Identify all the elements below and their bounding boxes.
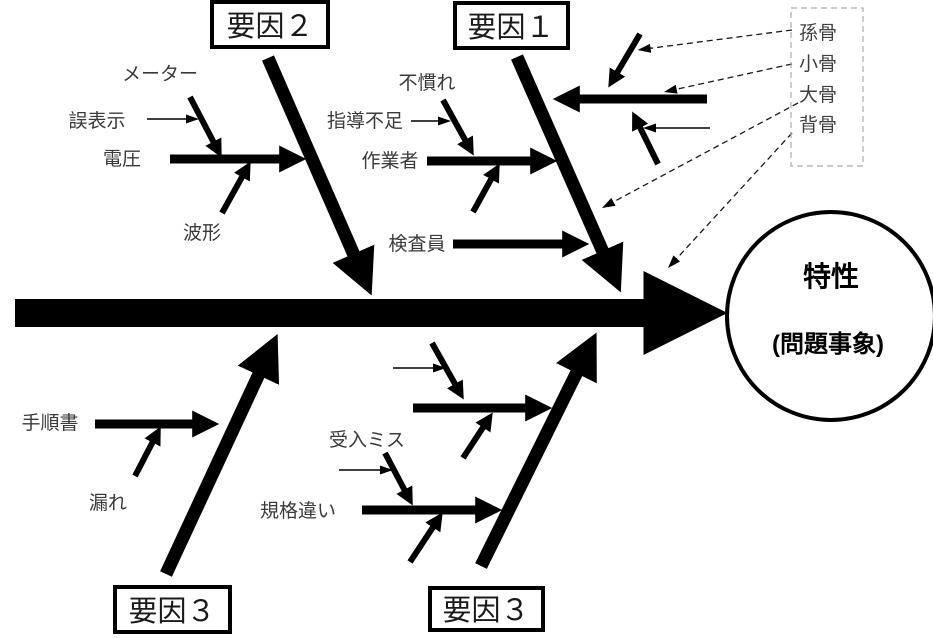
waveform-arrow (219, 161, 251, 215)
factor-box-3-left: 要因３ (113, 585, 232, 634)
label-voltage: 電圧 (103, 149, 141, 170)
legend-item-small-bone: 小骨 (799, 53, 837, 75)
factor-box-3-left-frame (113, 585, 232, 634)
label-unfamiliarity: 不慣れ (398, 72, 455, 94)
label-insufficient-guidance: 指導不足 (327, 110, 403, 132)
factor-box-3-mid: 要因３ (428, 586, 545, 632)
label-spec-mismatch: 規格違い (260, 500, 336, 522)
label-omission: 漏れ (89, 492, 127, 514)
factor-box-2-label: 要因２ (226, 11, 313, 43)
legend-pointer-small-bone (663, 63, 793, 94)
omission-arrow (132, 426, 161, 478)
effect-circle: 特性 (問題事象) (725, 210, 933, 422)
legend-box: 孫骨 小骨 大骨 背骨 (790, 7, 864, 167)
legend-item-big-bone: 大骨 (799, 84, 837, 106)
label-operator: 作業者 (361, 150, 418, 172)
factor1-bone (511, 54, 624, 293)
factor-box-2: 要因２ (210, 0, 330, 49)
spec-mismatch-sub-arrow (407, 512, 443, 564)
label-mis-display: 誤表示 (68, 110, 125, 132)
mid-upper-sub-arrow (429, 341, 464, 400)
factor-box-1: 要因１ (453, 1, 570, 50)
label-waveform: 波形 (183, 222, 221, 244)
factor-box-1-label: 要因１ (467, 12, 554, 44)
legend-pointer-grandchild-bone (637, 29, 793, 53)
factor-box-2-frame (210, 0, 330, 49)
factor3-mid-bone (475, 332, 597, 569)
legend-pointer-big-bone (602, 102, 799, 208)
legend-pointer-spine-bone (667, 132, 793, 269)
label-inspector: 検査員 (388, 233, 445, 255)
legend-box-frame (790, 7, 864, 167)
effect-circle-outline (725, 210, 933, 422)
label-acceptance-mistake: 受入ミス (329, 429, 405, 451)
operator-sub-arrow (470, 163, 500, 214)
meter-arrow (187, 95, 222, 158)
label-meter: メーター (122, 63, 198, 85)
factor-box-3-mid-label: 要因３ (442, 595, 529, 627)
factor3-left-bone (160, 333, 280, 577)
factor-box-1-frame (453, 1, 570, 50)
factor2-bone (262, 55, 375, 296)
factor-box-3-left-label: 要因３ (128, 596, 215, 628)
legend-item-spine-bone: 背骨 (799, 114, 837, 136)
label-procedure-manual: 手順書 (21, 412, 78, 434)
legend-item-grandchild-bone: 孫骨 (799, 22, 837, 44)
acceptance-mistake-arrow (382, 451, 413, 506)
effect-title: 特性 (803, 261, 859, 292)
effect-subtitle: (問題事象) (772, 330, 884, 358)
mid-lower-sub-arrow (460, 412, 493, 460)
factor-box-3-mid-frame (428, 586, 545, 632)
unfamiliarity-arrow (440, 98, 474, 156)
example-grandchild-lower-arrow (632, 111, 661, 166)
example-grandchild-upper-arrow (608, 32, 643, 88)
